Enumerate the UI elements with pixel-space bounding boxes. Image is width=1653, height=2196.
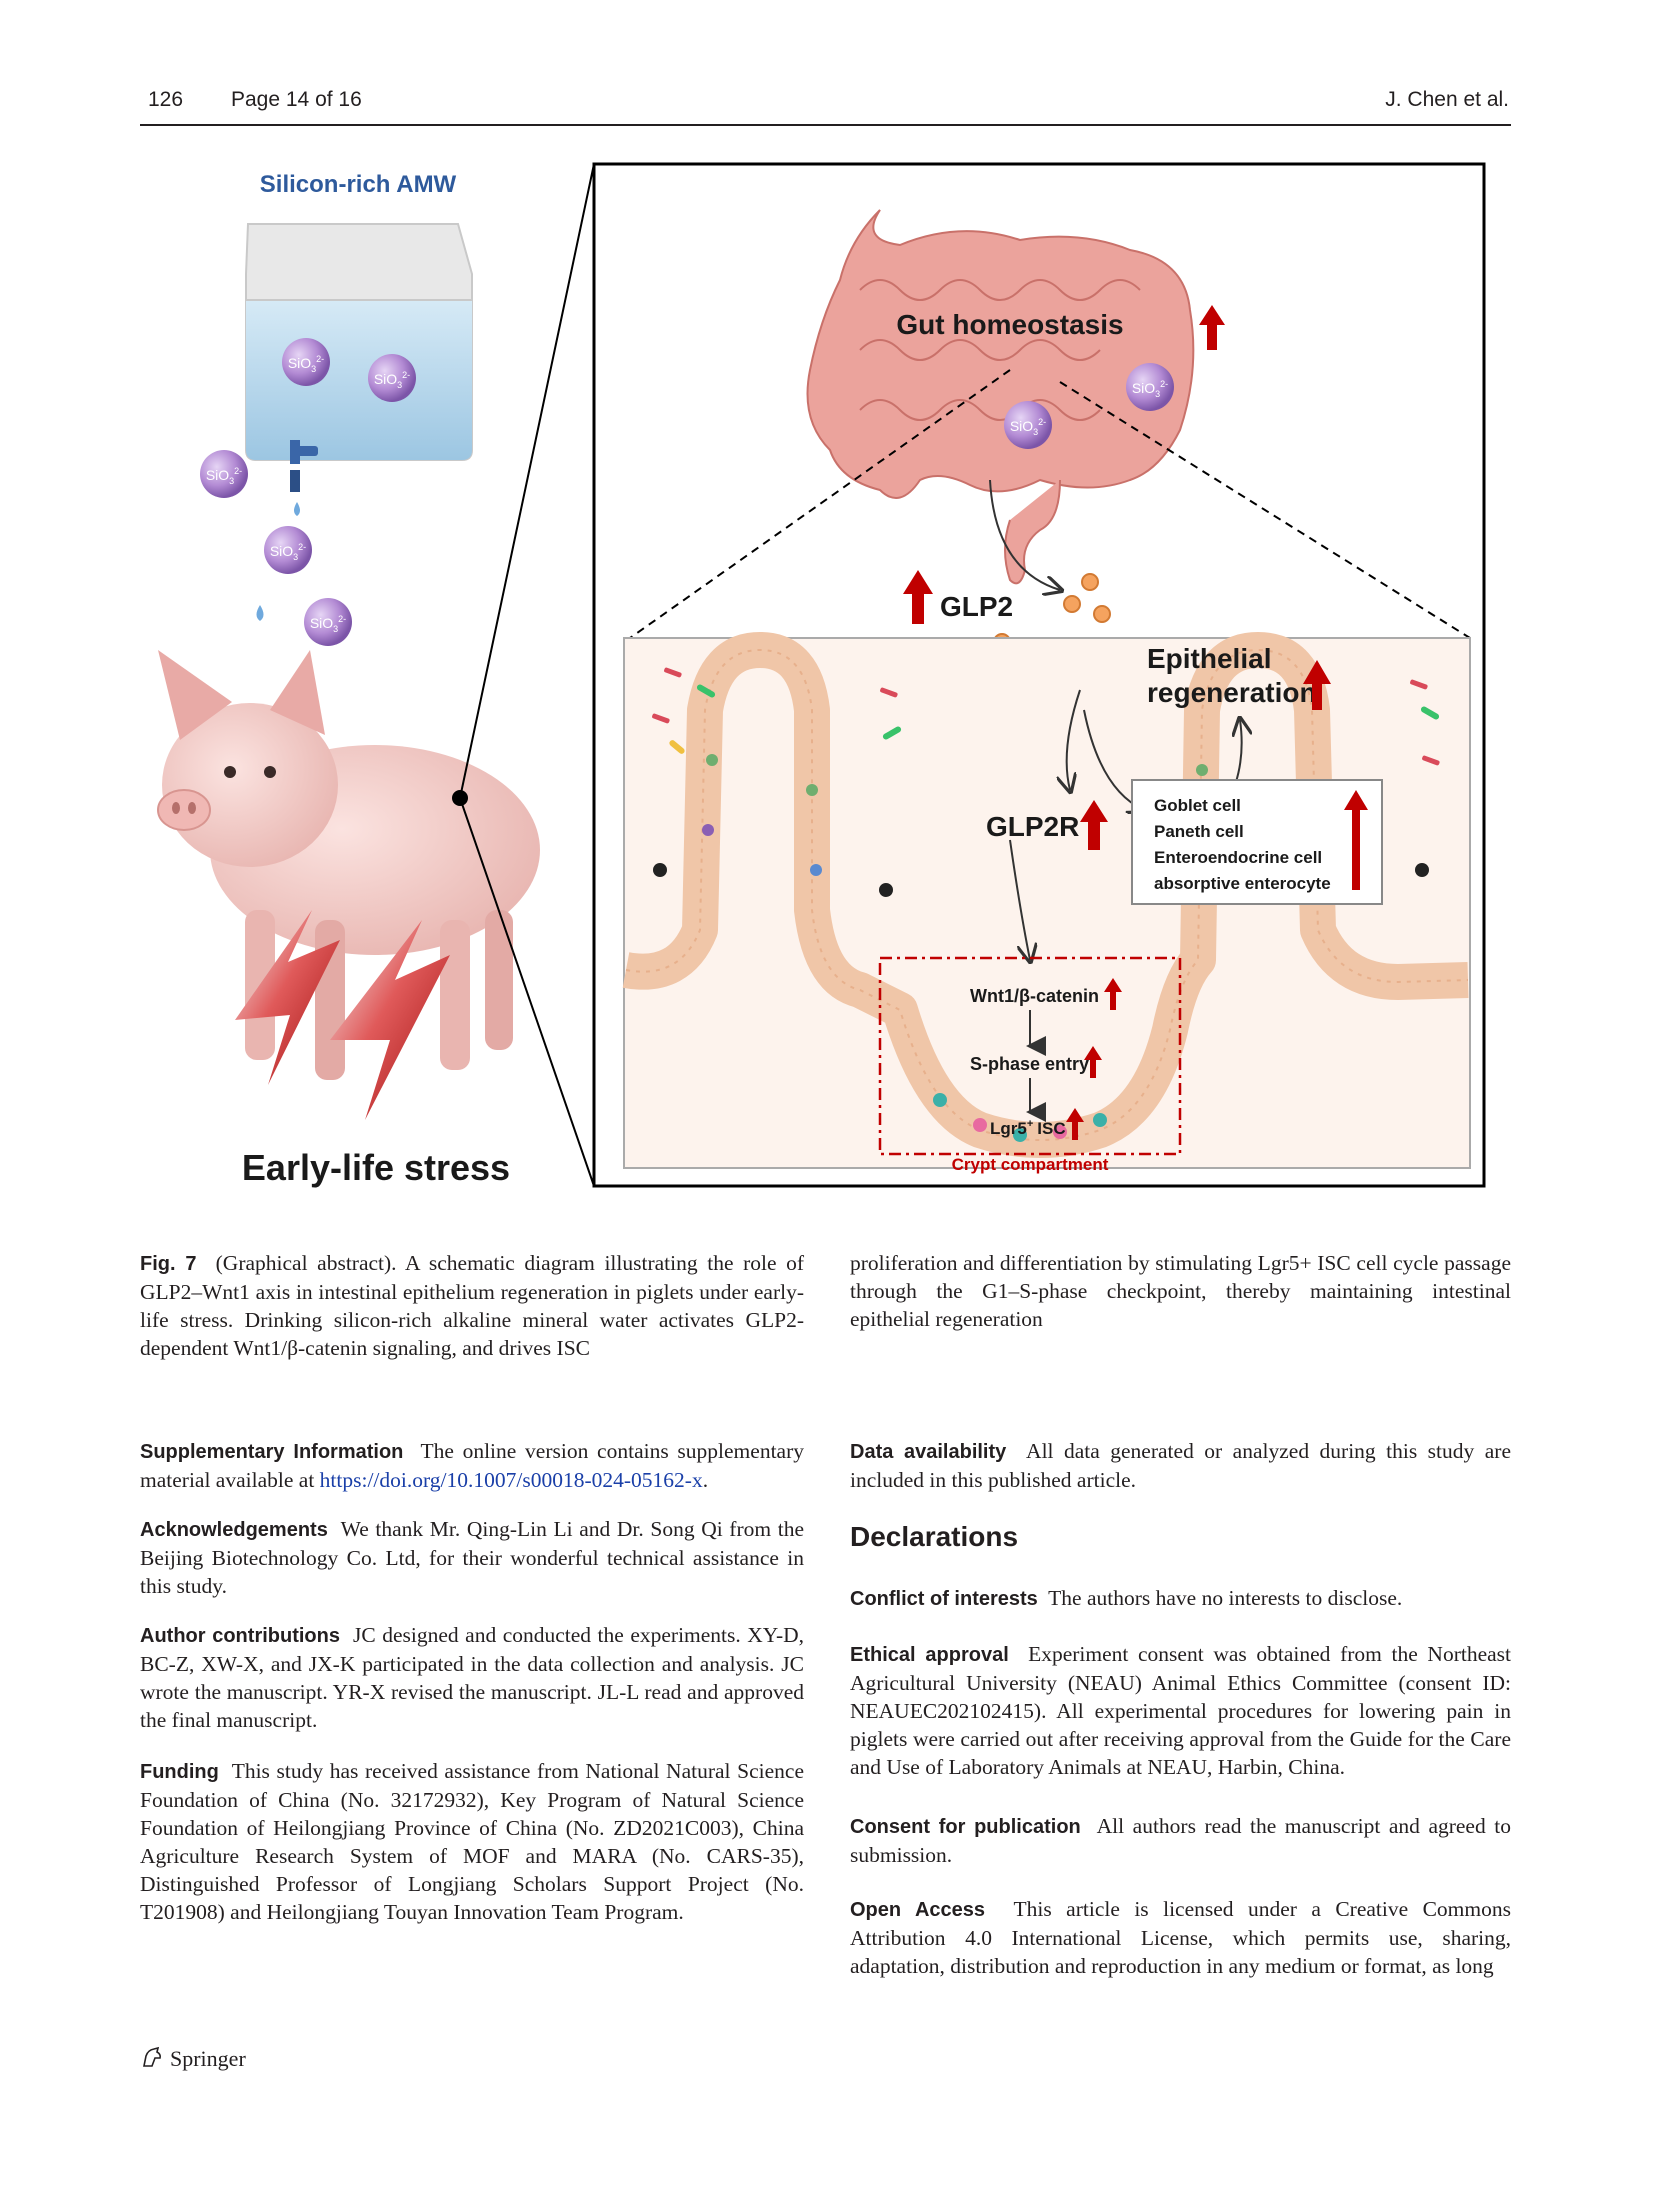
page-number: 126 xyxy=(148,88,184,111)
declarations-heading: Declarations xyxy=(850,1521,1019,1552)
up-arrow-icon xyxy=(1344,790,1368,890)
section-heading: Author contributions xyxy=(140,1625,340,1647)
running-authors: J. Chen et al. xyxy=(1385,88,1509,111)
svg-text:SiO32-: SiO32- xyxy=(1010,417,1046,437)
conflict-section: Conflict of interests The authors have n… xyxy=(850,1584,1511,1613)
acknowledgements-section: Acknowledgements We thank Mr. Qing-Lin L… xyxy=(140,1515,804,1600)
section-heading: Ethical approval xyxy=(850,1644,1009,1666)
section-heading: Acknowledgements xyxy=(140,1519,328,1541)
section-heading: Consent for publication xyxy=(850,1816,1081,1838)
stress-bolt-icon xyxy=(330,920,450,1120)
svg-text:SiO32-: SiO32- xyxy=(206,466,242,486)
springer-horse-icon xyxy=(140,2046,164,2076)
silicate-ion: SiO32- xyxy=(1004,401,1052,449)
up-arrow-icon xyxy=(1104,978,1122,1010)
section-text: This article is licensed under a Creativ… xyxy=(850,1897,1511,1978)
section-text: The authors have no interests to disclos… xyxy=(1048,1586,1403,1610)
figure-title: Silicon-rich AMW xyxy=(260,171,457,198)
section-text: All data generated or analyzed during th… xyxy=(850,1439,1511,1492)
caption-text: (Graphical abstract). A schematic diagra… xyxy=(140,1251,805,1360)
section-heading: Supplementary Information xyxy=(140,1441,404,1463)
silicate-ion: SiO32- xyxy=(282,338,330,386)
intestine-illustration xyxy=(806,209,1195,585)
section-text: . xyxy=(702,1468,709,1492)
flow-arrow xyxy=(989,479,1060,590)
silicate-ion: SiO32- xyxy=(1126,363,1174,411)
supplementary-section: Supplementary Information The online ver… xyxy=(140,1437,804,1494)
ethical-approval-section: Ethical approval Experiment consent was … xyxy=(850,1640,1511,1781)
doi-link[interactable]: https://doi.org/10.1007/s00018-024-05162… xyxy=(319,1468,703,1492)
microbe-icon xyxy=(652,667,1440,897)
running-header: 126 Page 14 of 16 J. Chen et al. xyxy=(140,84,1511,126)
page-of: Page 14 of 16 xyxy=(231,88,362,111)
section-text: This study has received assistance from … xyxy=(140,1759,804,1924)
glp2-label: GLP2 xyxy=(940,591,1013,622)
consent-section: Consent for publication All authors read… xyxy=(850,1812,1511,1869)
svg-text:SiO32-: SiO32- xyxy=(1132,379,1168,399)
lgr5-label: Lgr5+ISC xyxy=(990,1118,1066,1138)
data-availability-section: Data availability All data generated or … xyxy=(850,1437,1511,1494)
svg-text:SiO32-: SiO32- xyxy=(288,354,324,374)
crypt-label: Crypt compartment xyxy=(952,1155,1109,1174)
section-heading: Conflict of interests xyxy=(850,1588,1038,1610)
up-arrow-icon xyxy=(1303,660,1331,710)
cell-type-label: Paneth cell xyxy=(1154,822,1244,841)
section-heading: Data availability xyxy=(850,1441,1007,1463)
zoom-line xyxy=(459,163,595,799)
cell-type-label: Enteroendocrine cell xyxy=(1154,848,1322,867)
dashed-zoom-line xyxy=(1059,381,1471,639)
silicate-ion: SiO32- xyxy=(200,450,248,498)
flow-arrow xyxy=(1009,839,1030,960)
wnt-label: Wnt1/β-catenin xyxy=(970,986,1099,1006)
piglet-illustration xyxy=(157,650,540,1080)
up-arrow-icon xyxy=(1199,305,1225,350)
flow-arrow xyxy=(1067,689,1081,790)
up-arrow-icon xyxy=(1080,800,1108,850)
open-access-section: Open Access This article is licensed und… xyxy=(850,1895,1511,1980)
cell-type-label: absorptive enterocyte xyxy=(1154,874,1331,893)
zoom-line xyxy=(459,797,595,1187)
epithelial-label-line2: regeneration xyxy=(1147,677,1317,708)
publisher-name: Springer xyxy=(170,2046,246,2072)
figure-caption-right: proliferation and differentiation by sti… xyxy=(850,1249,1511,1333)
stress-label: Early-life stress xyxy=(242,1147,510,1188)
funding-section: Funding This study has received assistan… xyxy=(140,1757,804,1926)
cell-type-label: Goblet cell xyxy=(1154,796,1241,815)
section-text: JC designed and conducted the experiment… xyxy=(140,1623,805,1732)
svg-text:SiO32-: SiO32- xyxy=(270,542,306,562)
section-text: The online version contains supplementar… xyxy=(140,1439,804,1492)
author-contributions-section: Author contributions JC designed and con… xyxy=(140,1621,804,1734)
up-arrow-icon xyxy=(903,570,933,624)
sphase-label: S-phase entry xyxy=(970,1054,1089,1074)
up-arrow-icon xyxy=(1084,1046,1102,1078)
dashed-zoom-line xyxy=(629,369,1011,639)
silicate-ion: SiO32- xyxy=(304,598,352,646)
up-arrow-icon xyxy=(1066,1108,1084,1140)
cell-types-box xyxy=(1131,779,1383,905)
gut-homeostasis-label: Gut homeostasis xyxy=(896,309,1123,340)
section-heading: Open Access xyxy=(850,1899,986,1921)
svg-text:SiO32-: SiO32- xyxy=(310,614,346,634)
graphical-abstract-figure: Silicon-rich AMW SiO32- SiO32- SiO32- Si… xyxy=(140,150,1511,1210)
stress-bolt-icon xyxy=(235,910,340,1085)
footer: Springer xyxy=(140,2046,246,2076)
epithelial-label-line1: Epithelial xyxy=(1147,643,1271,674)
section-heading: Funding xyxy=(140,1761,219,1783)
caption-text: proliferation and differentiation by sti… xyxy=(850,1251,1511,1331)
silicate-ion: SiO32- xyxy=(264,526,312,574)
silicate-ion: SiO32- xyxy=(368,354,416,402)
glp2r-label: GLP2R xyxy=(986,811,1079,842)
crypt-compartment-box xyxy=(878,956,1182,1156)
figure-label: Fig. 7 xyxy=(140,1253,197,1275)
svg-text:SiO32-: SiO32- xyxy=(374,370,410,390)
section-text: All authors read the manuscript and agre… xyxy=(850,1814,1511,1867)
section-text: We thank Mr. Qing-Lin Li and Dr. Song Qi… xyxy=(140,1517,804,1598)
section-text: Experiment consent was obtained from the… xyxy=(850,1642,1512,1779)
figure-caption-left: Fig. 7 (Graphical abstract). A schematic… xyxy=(140,1249,804,1362)
